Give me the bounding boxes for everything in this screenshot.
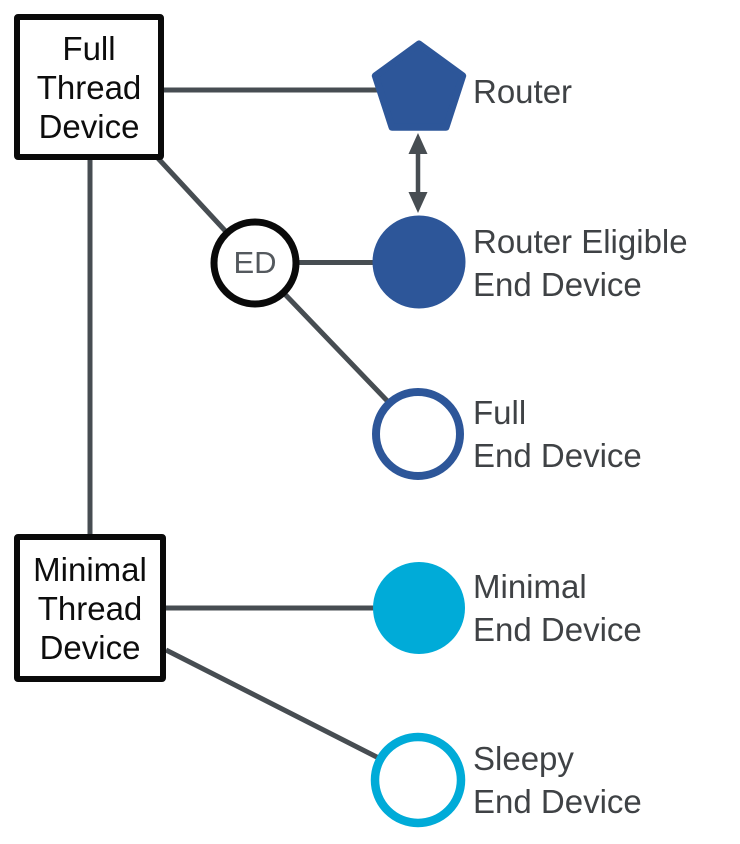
- bidirectional-arrow-icon: [408, 133, 428, 213]
- ed-badge-label: ED: [233, 245, 277, 280]
- full-end-device-label: Full End Device: [473, 394, 642, 474]
- router-eligible-end-device-label: Router Eligible End Device: [473, 223, 688, 303]
- router-eligible-end-device-icon: [372, 215, 466, 309]
- arrow-head-down-icon: [408, 192, 428, 213]
- sleepy-end-device-icon: [370, 732, 466, 828]
- minimal-thread-device-label: Minimal Thread Device: [33, 550, 147, 666]
- router-pentagon-icon: [371, 40, 467, 131]
- minimal-end-device-icon: [373, 562, 465, 654]
- minimal-thread-device-box: Minimal Thread Device: [14, 534, 166, 682]
- router-label: Router: [473, 73, 573, 110]
- ed-circle-icon: [210, 218, 300, 308]
- edge-mtd-to-sleepy-end-device: [164, 647, 420, 781]
- full-thread-device-label: Full Thread Device: [36, 29, 142, 145]
- arrow-head-up-icon: [408, 133, 428, 154]
- full-thread-device-box: Full Thread Device: [14, 14, 164, 160]
- minimal-end-device-label: Minimal End Device: [473, 568, 642, 648]
- sleepy-end-device-label: Sleepy End Device: [473, 740, 642, 820]
- full-end-device-icon: [372, 388, 464, 480]
